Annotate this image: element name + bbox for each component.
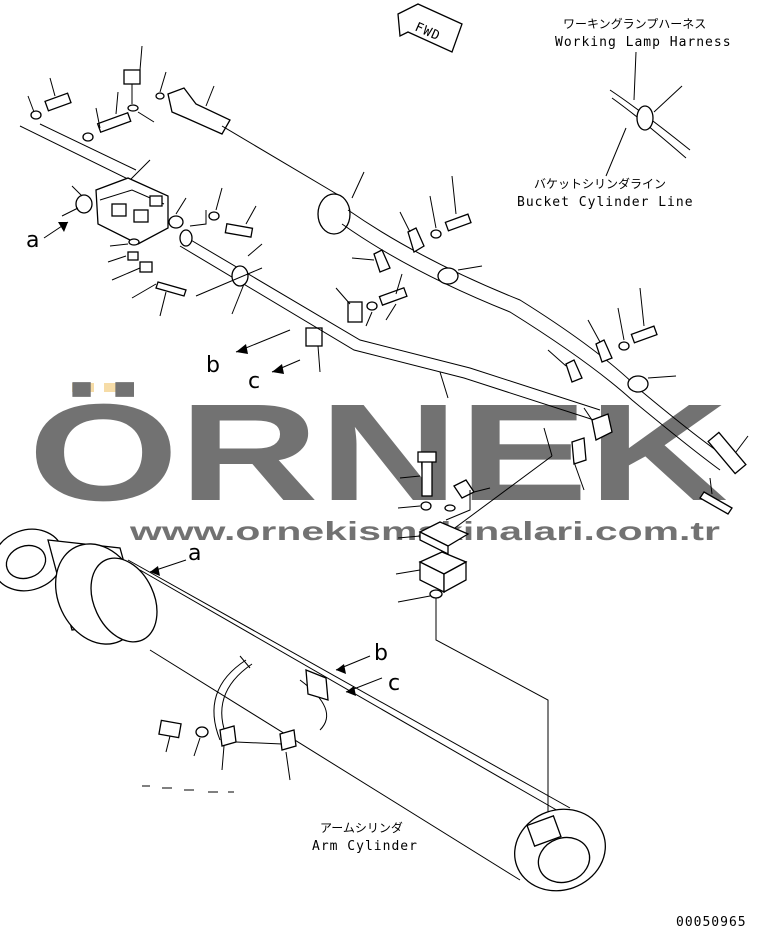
valve-assembly: a: [19, 45, 257, 317]
upper-clamps: [305, 175, 483, 373]
right-clamps: [443, 287, 677, 537]
upper-hose: [167, 85, 749, 515]
fwd-arrow: FWD: [397, 3, 463, 53]
part-code: 00050965: [676, 915, 747, 930]
arm-cylinder: a: [0, 528, 606, 892]
ref-c-top: c: [248, 369, 260, 394]
watermark-dot-left: [72, 383, 94, 392]
bucket-line-jp: バケットシリンダライン: [534, 176, 666, 191]
ref-c-cyl: c: [388, 671, 400, 696]
cylinder-clamp: b c: [142, 641, 400, 793]
ref-b-cyl: b: [374, 641, 388, 666]
ref-b-top: b: [206, 353, 220, 378]
steel-pipe: b c: [179, 229, 613, 441]
working-lamp-en: Working Lamp Harness: [555, 35, 732, 50]
arm-cylinder-label: アームシリンダ Arm Cylinder: [312, 820, 418, 854]
arm-cyl-en: Arm Cylinder: [312, 839, 418, 854]
watermark-logo: ÖRNEK: [28, 376, 728, 530]
ref-a-cyl: a: [188, 541, 201, 566]
watermark: ÖRNEK www.ornekismakinalari.com.tr: [28, 376, 728, 546]
bucket-line-en: Bucket Cylinder Line: [517, 195, 694, 210]
manifold-block: [395, 451, 549, 820]
watermark-dot-right: [104, 383, 126, 392]
working-lamp-harness: ワーキングランプハーネス Working Lamp Harness バケットシリ…: [517, 17, 732, 210]
working-lamp-jp: ワーキングランプハーネス: [563, 17, 706, 31]
ref-a-top: a: [26, 228, 39, 253]
arm-cyl-jp: アームシリンダ: [320, 820, 403, 835]
